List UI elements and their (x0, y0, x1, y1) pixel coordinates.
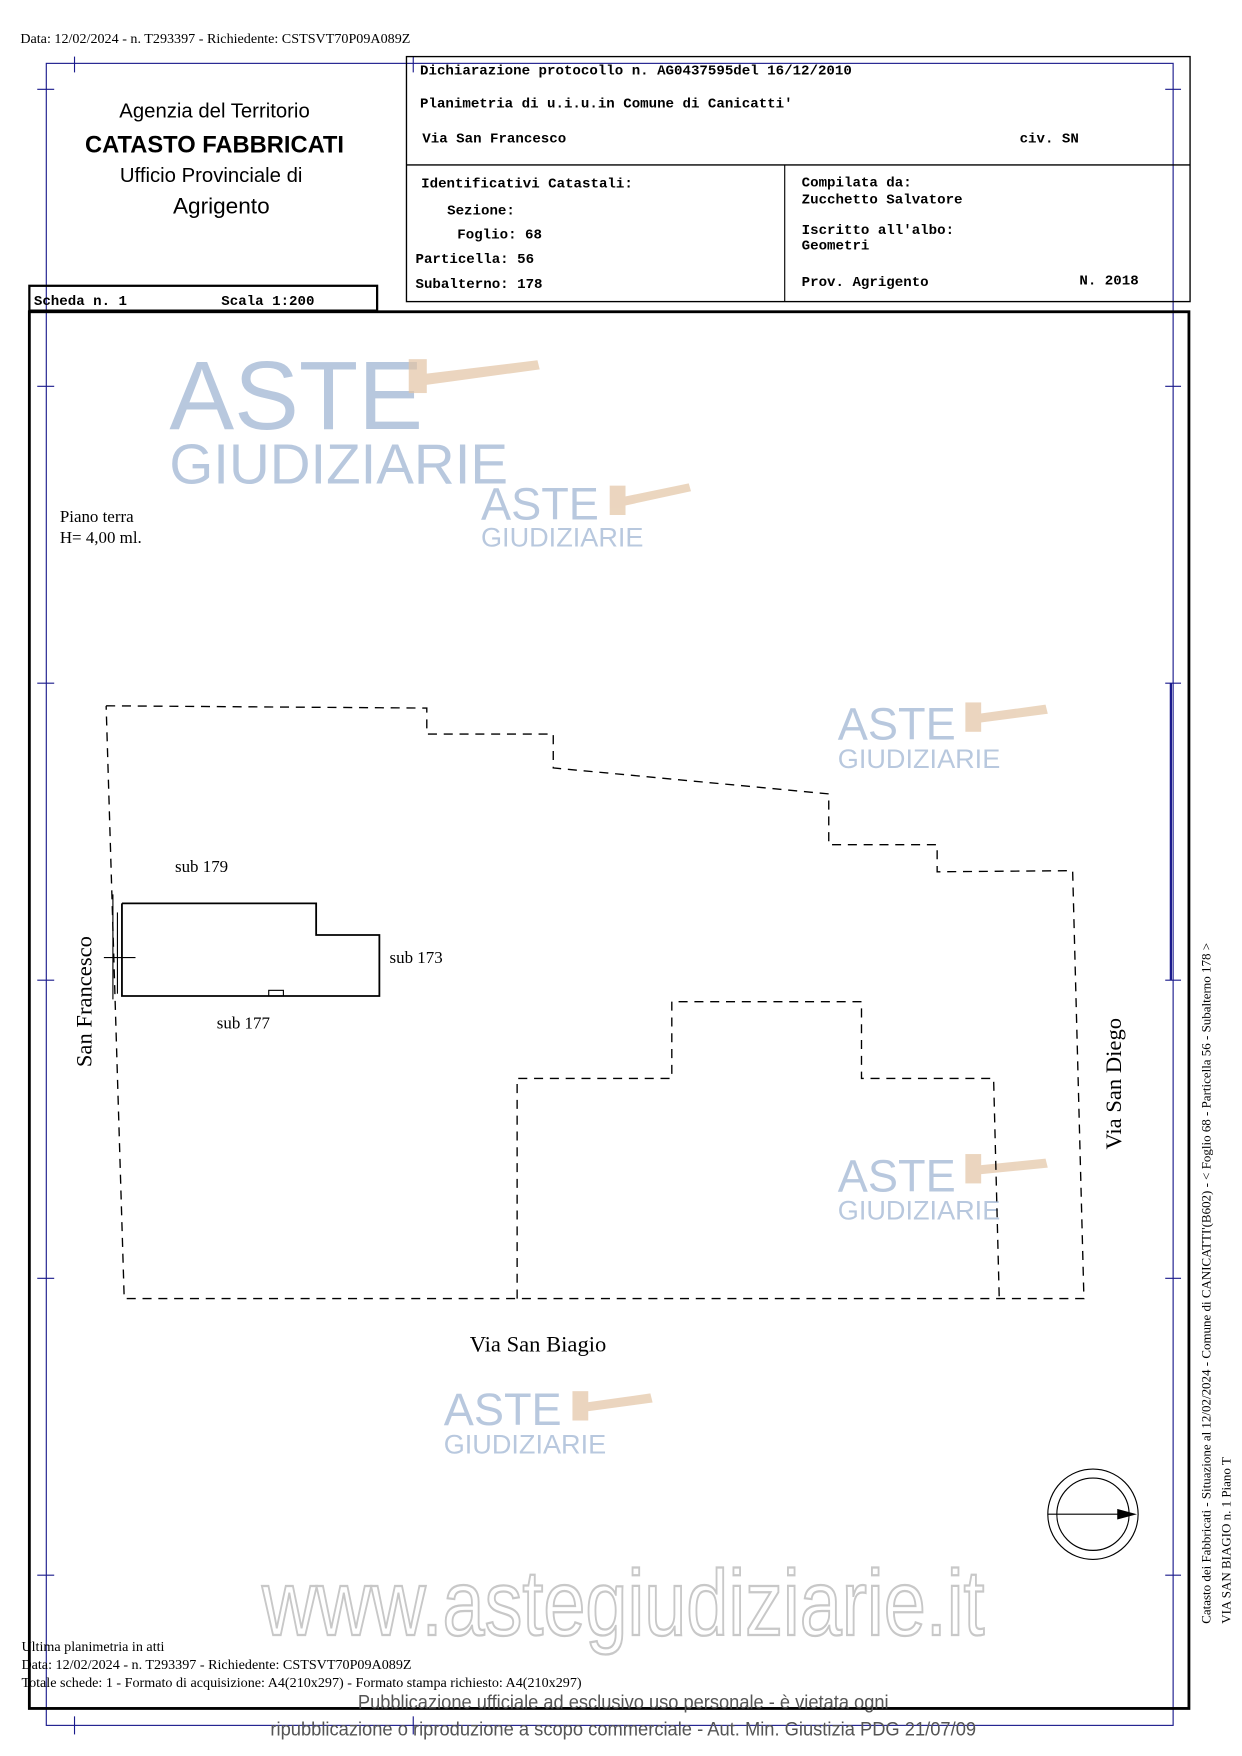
floor-height: H= 4,00 ml. (60, 528, 142, 547)
sheet-box: Scheda n. 1 Scala 1:200 (28, 284, 379, 312)
office-city: Agrigento (173, 194, 270, 219)
floor-label: Piano terra (60, 507, 134, 526)
side-address: VIA SAN BIAGIO n. 1 Piano T (1219, 1457, 1234, 1624)
site-watermark: www.astegiudiziarie.it (261, 1551, 985, 1655)
agency-block: Agenzia del Territorio CATASTO FABBRICAT… (85, 101, 344, 219)
watermark-aste: ASTE (169, 341, 423, 450)
particella: Particella: 56 (416, 252, 535, 268)
watermark-aste: ASTE (481, 479, 599, 530)
sezione: Sezione: (447, 204, 515, 220)
street-address: Via San Francesco (422, 131, 566, 147)
watermark-aste: ASTE (838, 699, 956, 750)
street-san-francesco: San Francesco (71, 936, 96, 1067)
watermark-giudiziarie: GIUDIZIARIE (481, 522, 643, 553)
subalterno: Subalterno: 178 (416, 277, 543, 293)
catasto-title: CATASTO FABBRICATI (85, 133, 344, 159)
property-outline (105, 705, 1085, 1300)
side-cadastral-info: Catasto dei Fabbricati - Situazione al 1… (1198, 943, 1213, 1624)
sheet-number: Scheda n. 1 (34, 294, 127, 310)
albo-value: Geometri (802, 239, 870, 255)
compiled-by-label: Compilata da: (802, 175, 912, 191)
plan-municipality: Planimetria di u.i.u.in Comune di Canica… (420, 96, 793, 112)
header-box: Dichiarazione protocollo n. AG0437595del… (405, 55, 1191, 303)
footer-request-line: Data: 12/02/2024 - n. T293397 - Richiede… (21, 1657, 411, 1673)
street-via-san-biagio: Via San Biagio (470, 1332, 607, 1357)
watermark-giudiziarie: GIUDIZIARIE (838, 1195, 1000, 1226)
foglio: Foglio: 68 (457, 227, 542, 243)
publication-notice-2: ripubblicazione o riproduzione a scopo c… (270, 1720, 976, 1741)
scale: Scala 1:200 (221, 294, 314, 310)
registration-number: N. 2018 (1079, 274, 1138, 290)
albo-label: Iscritto all'albo: (802, 223, 954, 239)
label-sub-179: sub 179 (175, 857, 228, 876)
watermark-aste: ASTE (444, 1384, 562, 1435)
office-label: Ufficio Provinciale di (120, 165, 303, 187)
top-request-line: Data: 12/02/2024 - n. T293397 - Richiede… (20, 31, 410, 47)
last-plan-note: Ultima planimetria in atti (21, 1639, 164, 1655)
identifiers-title: Identificativi Catastali: (421, 177, 633, 193)
blue-frame (37, 56, 1182, 1735)
declaration-protocol: Dichiarazione protocollo n. AG0437595del… (420, 64, 852, 80)
footer-format-line: Totale schede: 1 - Formato di acquisizio… (21, 1675, 581, 1691)
aste-watermark: ASTE GIUDIZIARIE ASTE GIUDIZIARIE ASTE G… (169, 341, 1048, 1459)
province: Prov. Agrigento (802, 275, 929, 291)
watermark-giudiziarie: GIUDIZIARIE (444, 1428, 606, 1459)
drawing-frame (27, 310, 1191, 1710)
north-arrow-icon (1047, 1468, 1139, 1560)
agency-name: Agenzia del Territorio (119, 101, 309, 123)
publication-notice-1: Pubblicazione ufficiale ad esclusivo uso… (358, 1692, 889, 1713)
unit-outline (103, 894, 381, 1000)
watermark-giudiziarie: GIUDIZIARIE (169, 432, 508, 495)
label-sub-177: sub 177 (217, 1014, 270, 1033)
watermark-aste: ASTE (838, 1150, 956, 1201)
civic-number: civ. SN (1020, 131, 1079, 147)
compiler-name: Zucchetto Salvatore (802, 192, 963, 208)
label-sub-173: sub 173 (390, 948, 443, 967)
street-via-san-diego: Via San Diego (1101, 1018, 1126, 1150)
watermark-giudiziarie: GIUDIZIARIE (838, 743, 1000, 774)
